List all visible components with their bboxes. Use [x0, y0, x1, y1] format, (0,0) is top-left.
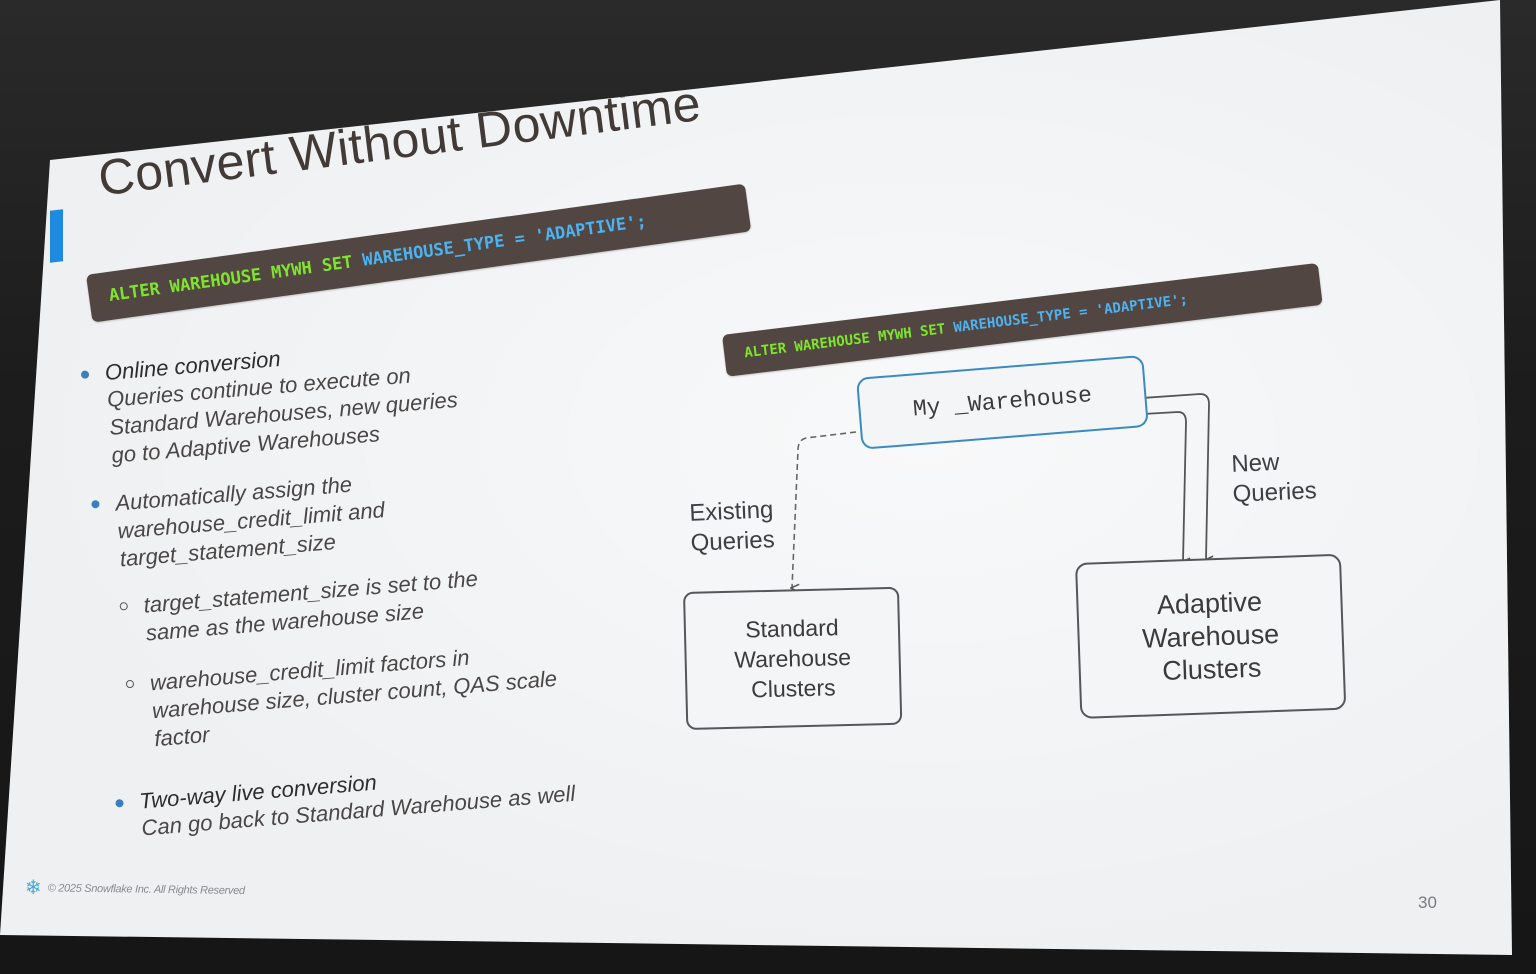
label-line: Queries	[690, 526, 776, 557]
bullet-auto-assign: Automatically assign the warehouse_credi…	[90, 454, 559, 575]
sub-bullet-circle-icon	[119, 601, 129, 611]
sql-identifier: WAREHOUSE_TYPE = 'ADAPTIVE';	[361, 211, 648, 271]
existing-queries-arrow	[792, 431, 857, 588]
label-line: New	[1230, 448, 1280, 478]
copyright-text: © 2025 Snowflake Inc. All Rights Reserve…	[47, 882, 245, 898]
bullet-dot-icon	[80, 370, 90, 379]
bullet-list: Online conversion Queries continue to ex…	[80, 325, 583, 865]
code-snippet-diagram: ALTER WAREHOUSE MYWH SET WAREHOUSE_TYPE …	[722, 262, 1323, 377]
node-label-line: Warehouse	[1141, 618, 1280, 654]
title-accent-bar	[50, 209, 63, 263]
sub-bullet-credit-limit: warehouse_credit_limit factors in wareho…	[125, 636, 574, 755]
bullet-two-way: Two-way live conversion Can go back to S…	[114, 753, 581, 844]
new-queries-label: New Queries	[1231, 446, 1318, 510]
node-label-line: Adaptive	[1156, 586, 1263, 620]
sql-keywords: ALTER WAREHOUSE MYWH SET	[743, 321, 947, 362]
bullet-online-conversion: Online conversion Queries continue to ex…	[80, 325, 551, 472]
sub-bullet-text: target_statement_size is set to the same…	[142, 565, 479, 646]
bullet-text: Automatically assign the warehouse_credi…	[114, 471, 386, 572]
page-number: 30	[1418, 893, 1437, 912]
my-warehouse-node: My _Warehouse	[856, 354, 1149, 450]
sub-bullet-target-size: target_statement_size is set to the same…	[119, 558, 566, 649]
existing-queries-label: Existing Queries	[689, 495, 776, 559]
sql-identifier: WAREHOUSE_TYPE = 'ADAPTIVE';	[952, 291, 1189, 337]
label-line: Existing	[688, 496, 774, 527]
standard-warehouse-node: Standard Warehouse Clusters	[683, 586, 903, 730]
bullet-dot-icon	[91, 499, 100, 509]
label-line: Queries	[1232, 477, 1318, 508]
sql-keywords: ALTER WAREHOUSE MYWH SET	[107, 252, 354, 306]
adaptive-warehouse-node: Adaptive Warehouse Clusters	[1075, 553, 1347, 719]
node-label-line: Clusters	[750, 674, 836, 703]
bullet-dot-icon	[115, 798, 124, 808]
slide-footer: ❄ © 2025 Snowflake Inc. All Rights Reser…	[24, 877, 245, 901]
node-label-line: Clusters	[1161, 652, 1262, 686]
node-label: My _Warehouse	[911, 382, 1093, 423]
new-queries-arrow-2	[1142, 411, 1186, 562]
node-label-line: Warehouse	[733, 643, 852, 673]
new-queries-arrow-1	[1141, 393, 1209, 560]
snowflake-icon: ❄	[24, 877, 42, 900]
sub-bullet-text: warehouse_credit_limit factors in wareho…	[148, 644, 558, 752]
sub-bullet-circle-icon	[125, 679, 135, 689]
node-label-line: Standard	[744, 614, 839, 643]
code-snippet-primary: ALTER WAREHOUSE MYWH SET WAREHOUSE_TYPE …	[86, 183, 752, 323]
